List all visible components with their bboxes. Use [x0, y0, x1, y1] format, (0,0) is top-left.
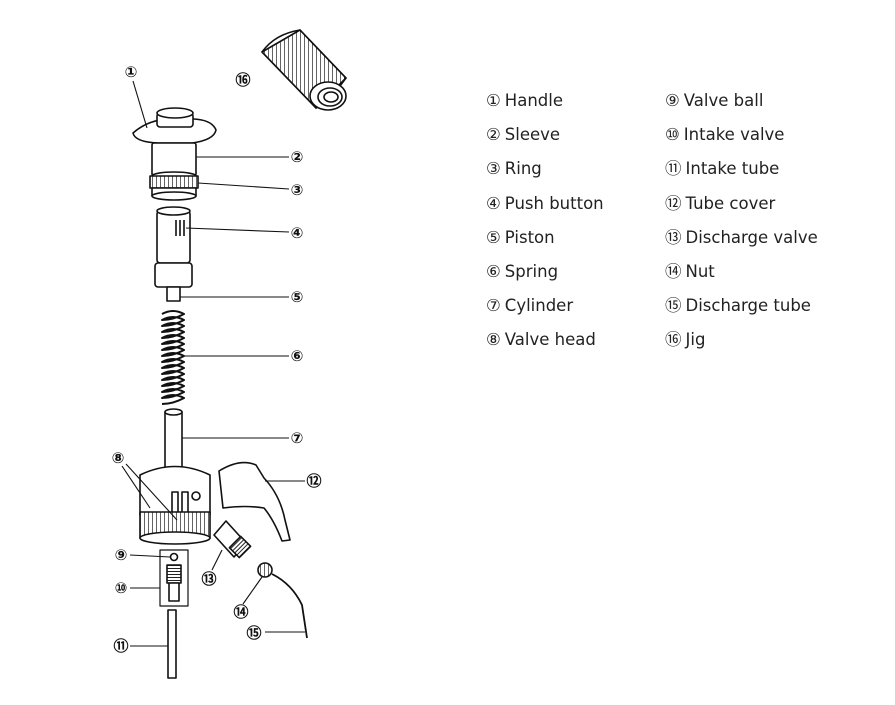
leader-line-8b [125, 463, 178, 521]
leader-line-9 [129, 554, 171, 558]
legend-label: Spring [504, 262, 559, 282]
discharge-valve-part [213, 520, 252, 559]
leader-line-14 [242, 576, 263, 605]
intake-tube-part [167, 609, 177, 679]
handle-part [132, 107, 217, 144]
valve-ball-part [169, 552, 179, 562]
piston-part [166, 286, 181, 302]
callout-4: ④ [291, 224, 304, 242]
callout-8: ⑧ [112, 449, 125, 467]
legend-label: Intake valve [683, 125, 785, 145]
legend-number: ⑩ [665, 125, 680, 145]
callout-6: ⑥ [291, 347, 304, 365]
legend-label: Nut [685, 262, 715, 282]
legend-label: Sleeve [504, 125, 561, 145]
legend-number: ⑫ [665, 193, 682, 213]
callout-11: ⑪ [113, 637, 128, 655]
sleeve-part [151, 142, 197, 181]
legend-number: ③ [486, 159, 501, 179]
leader-line-13 [211, 549, 223, 571]
legend-label: Discharge valve [685, 227, 818, 247]
legend-label: Handle [504, 91, 563, 110]
jig-part [261, 29, 347, 111]
callout-7: ⑦ [291, 429, 304, 447]
legend-number: ⑬ [665, 227, 682, 247]
legend-label: Valve ball [683, 91, 764, 110]
legend-label: Discharge tube [685, 296, 811, 316]
legend-number: ⑤ [486, 227, 501, 247]
cylinder-part [164, 408, 183, 471]
callout-14: ⑭ [233, 603, 248, 621]
callout-1: ① [125, 63, 138, 81]
legend-label: Cylinder [504, 296, 574, 316]
callout-9: ⑨ [115, 546, 128, 564]
leader-line-8a [121, 465, 151, 509]
legend-label: Valve head [504, 330, 596, 350]
leader-line-4 [185, 227, 290, 233]
intake-valve-part [159, 549, 189, 607]
legend-label: Piston [504, 227, 555, 247]
tube-cover-part [218, 461, 291, 542]
legend-label: Push button [504, 193, 604, 213]
ring-part [149, 175, 199, 201]
legend-label: Jig [685, 330, 706, 350]
legend-number: ⑦ [486, 296, 501, 316]
callout-12: ⑫ [306, 472, 321, 490]
legend-label: Ring [504, 159, 542, 179]
callout-15: ⑮ [246, 624, 261, 642]
legend-number: ⑨ [665, 91, 680, 110]
legend-number: ⑧ [486, 330, 501, 350]
callout-5: ⑤ [291, 288, 304, 306]
discharge-tube-part [271, 573, 308, 639]
legend-number: ② [486, 125, 501, 145]
callout-16: ⑯ [235, 71, 250, 89]
legend-label: Intake tube [685, 159, 780, 179]
legend-label: Tube cover [685, 193, 776, 213]
nut-part [257, 562, 273, 578]
spring-part [161, 310, 185, 405]
callout-10: ⑩ [115, 579, 128, 597]
legend-number: ⑪ [665, 159, 682, 179]
leader-line-1 [132, 80, 148, 129]
legend-number: ⑥ [486, 262, 501, 282]
push-button-part [154, 206, 193, 288]
legend-number: ④ [486, 193, 501, 213]
legend-number: ⑯ [665, 330, 682, 350]
legend-number: ⑮ [665, 296, 682, 316]
legend-number: ① [486, 91, 501, 110]
callout-2: ② [291, 148, 304, 166]
valve-head-part [139, 465, 211, 545]
callout-3: ③ [291, 181, 304, 199]
callout-13: ⑬ [201, 570, 216, 588]
leader-line-3 [197, 182, 290, 190]
legend-number: ⑭ [665, 262, 682, 282]
